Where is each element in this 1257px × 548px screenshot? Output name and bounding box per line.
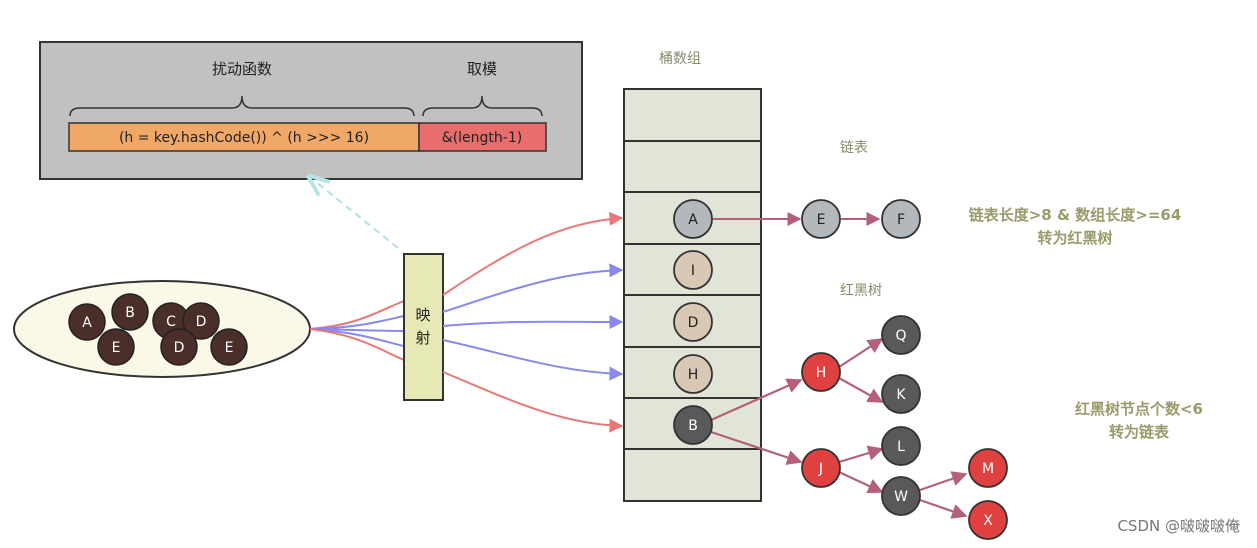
untreeify-note-line1: 红黑树节点个数<6: [1075, 400, 1203, 418]
csdn-watermark: CSDN @啵啵啵俺: [1117, 517, 1240, 535]
svg-text:J: J: [818, 461, 823, 477]
red-black-tree-label: 红黑树: [840, 283, 882, 299]
svg-text:A: A: [82, 315, 92, 331]
svg-text:C: C: [166, 314, 176, 330]
svg-text:D: D: [688, 315, 699, 331]
linked-list-label: 链表: [840, 140, 868, 156]
tree-node-q: Q: [881, 315, 921, 355]
svg-text:A: A: [688, 212, 698, 228]
mask-box: [418, 122, 547, 152]
bucket-node: D: [673, 302, 713, 342]
tree-arrows: [710, 338, 968, 519]
bucket-node: H: [673, 354, 713, 394]
list-node: F: [881, 199, 921, 239]
tree-node-l: L: [881, 426, 921, 466]
keys-to-mapping-curves: [309, 300, 405, 361]
tree-node-j: J: [801, 448, 841, 488]
svg-text:H: H: [816, 365, 827, 381]
mapping-box: 映 射: [403, 253, 444, 401]
mapping-to-bucket-arrows: [442, 211, 624, 433]
svg-text:W: W: [894, 489, 908, 505]
perturbation-brace: [69, 95, 415, 117]
untreeify-note-line2: 转为链表: [1109, 423, 1170, 441]
svg-text:I: I: [691, 263, 695, 279]
tree-node-x: X: [968, 500, 1008, 540]
mapping-label-char1: 映: [415, 306, 430, 324]
bucket-array-label: 桶数组: [659, 51, 701, 67]
mask-text: &(length-1): [442, 130, 522, 146]
key-node: D: [160, 328, 198, 366]
svg-text:E: E: [817, 212, 826, 228]
mapping-to-hash-arrow: [316, 182, 399, 249]
svg-text:M: M: [982, 461, 994, 477]
bucket-node: B: [673, 405, 713, 445]
svg-text:H: H: [688, 367, 699, 383]
hash-function-panel: 扰动函数 取模 (h = key.hashCode()) ^ (h >>> 16…: [39, 41, 583, 180]
svg-text:E: E: [112, 340, 121, 356]
treeify-note-line1: 链表长度>8 & 数组长度>=64: [969, 206, 1182, 224]
tree-node-k: K: [881, 374, 921, 414]
svg-text:B: B: [125, 305, 135, 321]
mapping-label-char2: 射: [415, 329, 430, 347]
modulo-label: 取模: [467, 60, 497, 78]
svg-text:F: F: [897, 212, 905, 228]
svg-text:Q: Q: [895, 328, 906, 344]
tree-node-m: M: [968, 448, 1008, 488]
tree-node-h: H: [801, 352, 841, 392]
svg-text:X: X: [983, 513, 993, 529]
modulo-brace: [422, 95, 543, 117]
list-node: E: [801, 199, 841, 239]
svg-text:L: L: [897, 439, 905, 455]
key-node: E: [97, 328, 135, 366]
key-node: E: [210, 328, 248, 366]
treeify-note-line2: 转为红黑树: [1037, 229, 1112, 247]
svg-text:E: E: [225, 340, 234, 356]
bucket-node: I: [673, 250, 713, 290]
svg-text:D: D: [174, 340, 185, 356]
key-node: A: [68, 303, 106, 341]
svg-text:D: D: [196, 314, 207, 330]
bucket-node: A: [673, 199, 713, 239]
perturbation-label: 扰动函数: [212, 60, 272, 78]
formula-text: (h = key.hashCode()) ^ (h >>> 16): [119, 130, 369, 146]
key-node: D: [182, 302, 220, 340]
tree-node-w: W: [881, 476, 921, 516]
key-set: A B C D E D E: [13, 280, 311, 378]
svg-text:B: B: [688, 418, 698, 434]
svg-text:K: K: [896, 387, 906, 403]
key-node: B: [111, 293, 149, 331]
